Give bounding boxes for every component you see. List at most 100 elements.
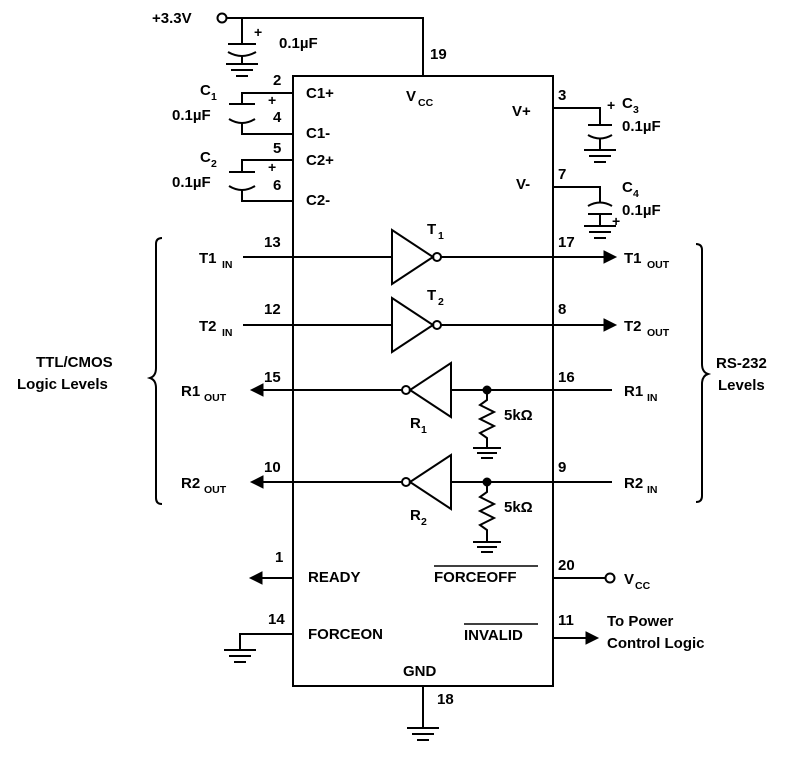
r2in-label-sub: IN [647, 484, 658, 496]
cap-plus: + [254, 24, 262, 40]
t1in-label: T1 [199, 250, 217, 267]
pin-12: 12 [264, 301, 281, 318]
vminus-label: V- [516, 176, 530, 193]
cap-plus: + [268, 159, 276, 175]
c2-plus-label: C2+ [306, 152, 334, 169]
c3-label: C [622, 95, 633, 112]
forceoff-vcc-label: V [624, 571, 634, 588]
pin-7: 7 [558, 166, 566, 183]
r2-label: R [410, 507, 421, 524]
c4-label: C [622, 179, 633, 196]
pin-18: 18 [437, 691, 454, 708]
pin-3: 3 [558, 87, 566, 104]
pin-9: 9 [558, 459, 566, 476]
cap-plus: + [612, 213, 620, 229]
r2out-label-sub: OUT [204, 484, 227, 496]
t1in-label-sub: IN [222, 259, 233, 271]
ground-symbol [407, 727, 439, 741]
power-logic-line1: To Power [607, 613, 674, 630]
vcc-wire [226, 17, 424, 76]
t1-label-sub: 1 [438, 230, 444, 242]
r1-label-sub: 1 [421, 424, 427, 436]
r2out-label: R2 [181, 475, 200, 492]
supply-terminal [216, 12, 228, 24]
forceoff-label: FORCEOFF [434, 569, 517, 586]
rs232-levels-label: Levels [718, 377, 765, 394]
ground-symbol [473, 541, 501, 553]
c2-value: 0.1µF [172, 174, 211, 191]
logic-levels-label: Logic Levels [17, 376, 108, 393]
pin-10: 10 [264, 459, 281, 476]
c2-label-sub: 2 [211, 158, 217, 170]
c1-value: 0.1µF [172, 107, 211, 124]
vcc-label: V [406, 88, 416, 105]
t2in-label-sub: IN [222, 327, 233, 339]
ground-symbol [224, 649, 256, 663]
ground-symbol [584, 149, 616, 163]
cap-plus: + [607, 97, 615, 113]
pin-11: 11 [558, 612, 574, 629]
t2-label: T [427, 287, 436, 304]
c4-value: 0.1µF [622, 202, 661, 219]
r2out-arrow [249, 475, 264, 489]
vplus-label: V+ [512, 103, 531, 120]
t1out-arrow [603, 250, 618, 264]
t1out-label-sub: OUT [647, 259, 670, 271]
c3-label-sub: 3 [633, 104, 639, 116]
pin-20: 20 [558, 557, 575, 574]
t1-label: T [427, 221, 436, 238]
pin-16: 16 [558, 369, 575, 386]
pin-14: 14 [268, 611, 285, 628]
r2-label-sub: 2 [421, 516, 427, 528]
c2-minus-label: C2- [306, 192, 330, 209]
pin-15: 15 [264, 369, 281, 386]
r1out-label-sub: OUT [204, 392, 227, 404]
r2-resistor [477, 482, 497, 542]
t2out-label: T2 [624, 318, 642, 335]
t1out-label: T1 [624, 250, 642, 267]
c1-minus-label: C1- [306, 125, 330, 142]
r1out-label: R1 [181, 383, 200, 400]
pin-4: 4 [273, 109, 282, 126]
ready-label: READY [308, 569, 361, 586]
pin-17: 17 [558, 234, 575, 251]
ttl-cmos-label: TTL/CMOS [36, 354, 113, 371]
t2in-label: T2 [199, 318, 217, 335]
ground-symbol [226, 63, 258, 77]
r1in-label: R1 [624, 383, 643, 400]
r1-receiver-symbol [408, 361, 452, 419]
t2-label-sub: 2 [438, 296, 444, 308]
pin-2: 2 [273, 72, 281, 89]
ground-symbol [473, 447, 501, 459]
pin-13: 13 [264, 234, 281, 251]
r2in-label: R2 [624, 475, 643, 492]
pin-1: 1 [275, 549, 283, 566]
r1-resistor [477, 390, 497, 448]
r2-receiver-symbol [408, 453, 452, 511]
right-brace [695, 243, 712, 503]
cap-plus: + [268, 92, 276, 108]
supply-label: +3.3V [152, 10, 192, 27]
c1-label: C [200, 82, 211, 99]
r1out-arrow [249, 383, 264, 397]
ready-arrow [248, 571, 263, 585]
pin-19: 19 [430, 46, 447, 63]
rs232-label: RS-232 [716, 355, 767, 372]
invalid-arrow [585, 631, 600, 645]
c1-label-sub: 1 [211, 91, 217, 103]
vcc-label-sub: CC [418, 97, 434, 109]
r1-resistor-value: 5kΩ [504, 407, 533, 424]
t2out-arrow [603, 318, 618, 332]
c4-label-sub: 4 [633, 188, 639, 200]
pin-8: 8 [558, 301, 566, 318]
ground-symbol [584, 225, 616, 239]
pin-6: 6 [273, 177, 281, 194]
t1-driver-symbol [391, 228, 435, 286]
r1in-label-sub: IN [647, 392, 658, 404]
c3-value: 0.1µF [622, 118, 661, 135]
c2-label: C [200, 149, 211, 166]
forceon-label: FORCEON [308, 626, 383, 643]
t2-driver-symbol [391, 296, 435, 354]
t2out-label-sub: OUT [647, 327, 670, 339]
